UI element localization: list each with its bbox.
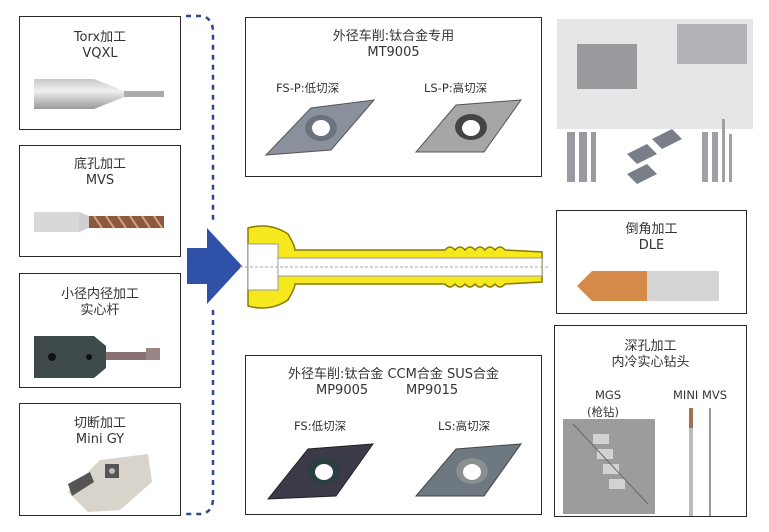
insert-label: FS-P:低切深 (276, 81, 340, 95)
card-model: Mini GY (75, 432, 125, 447)
tool-card-deep-hole: 深孔加工 内冷实心钻头 MGS (枪钻) MINI MVS (554, 325, 747, 517)
card-turning-mt9005: 外径车削:钛合金专用 MT9005 FS-P:低切深 LS-P:高切深 (245, 17, 542, 177)
card-title: Torx加工 (73, 30, 127, 45)
card-model: MP9015 (406, 383, 459, 398)
insert-label: FS:低切深 (294, 419, 347, 433)
end-mill-icon (34, 79, 164, 109)
card-model: VQXL (82, 46, 118, 61)
insert-icon (414, 443, 523, 497)
insert-icon (264, 99, 376, 156)
card-title: 底孔加工 (73, 157, 126, 172)
cutoff-tool-icon (68, 454, 152, 512)
tools-collage-image (557, 19, 753, 184)
tool-card-torx: Torx加工 VQXL (19, 16, 181, 130)
tool-card-mvs: 底孔加工 MVS (19, 145, 181, 257)
card-model: MP9005 (316, 383, 369, 398)
tool-label: MGS (595, 388, 622, 402)
insert-icon (414, 99, 523, 153)
tool-label: MINI MVS (673, 388, 728, 402)
card-model: MT9005 (367, 45, 420, 60)
card-title: 外径车削:钛合金 CCM合金 SUS合金 (287, 367, 500, 382)
drill-icon (34, 212, 164, 232)
insert-icon (266, 443, 375, 500)
card-turning-mp: 外径车削:钛合金 CCM合金 SUS合金 MP9005 MP9015 FS:低切… (245, 355, 542, 515)
insert-label: LS:高切深 (438, 419, 491, 433)
tool-card-dle: 倒角加工 DLE (556, 210, 747, 314)
card-title: 外径车削:钛合金专用 (332, 29, 455, 44)
tool-sublabel: (枪钻) (587, 405, 619, 419)
boring-bar-icon (34, 336, 160, 378)
card-title: 深孔加工 (624, 339, 677, 354)
card-model: MVS (85, 173, 115, 188)
chamfer-drill-icon (577, 271, 719, 301)
tool-card-cutoff: 切断加工 Mini GY (19, 403, 181, 516)
tool-card-boring: 小径内径加工 实心杆 (19, 273, 181, 388)
card-model: DLE (638, 238, 665, 253)
insert-label: LS-P:高切深 (424, 81, 488, 95)
mini-drill-icon (689, 408, 711, 516)
card-subtitle: 内冷实心钻头 (611, 355, 690, 370)
gun-drill-icon (563, 419, 655, 514)
screw-part-diagram (240, 225, 550, 309)
card-title: 小径内径加工 (60, 287, 139, 302)
card-model: 实心杆 (80, 303, 120, 318)
arrow-right-icon (187, 228, 242, 304)
card-title: 倒角加工 (625, 222, 678, 237)
card-title: 切断加工 (73, 416, 126, 431)
